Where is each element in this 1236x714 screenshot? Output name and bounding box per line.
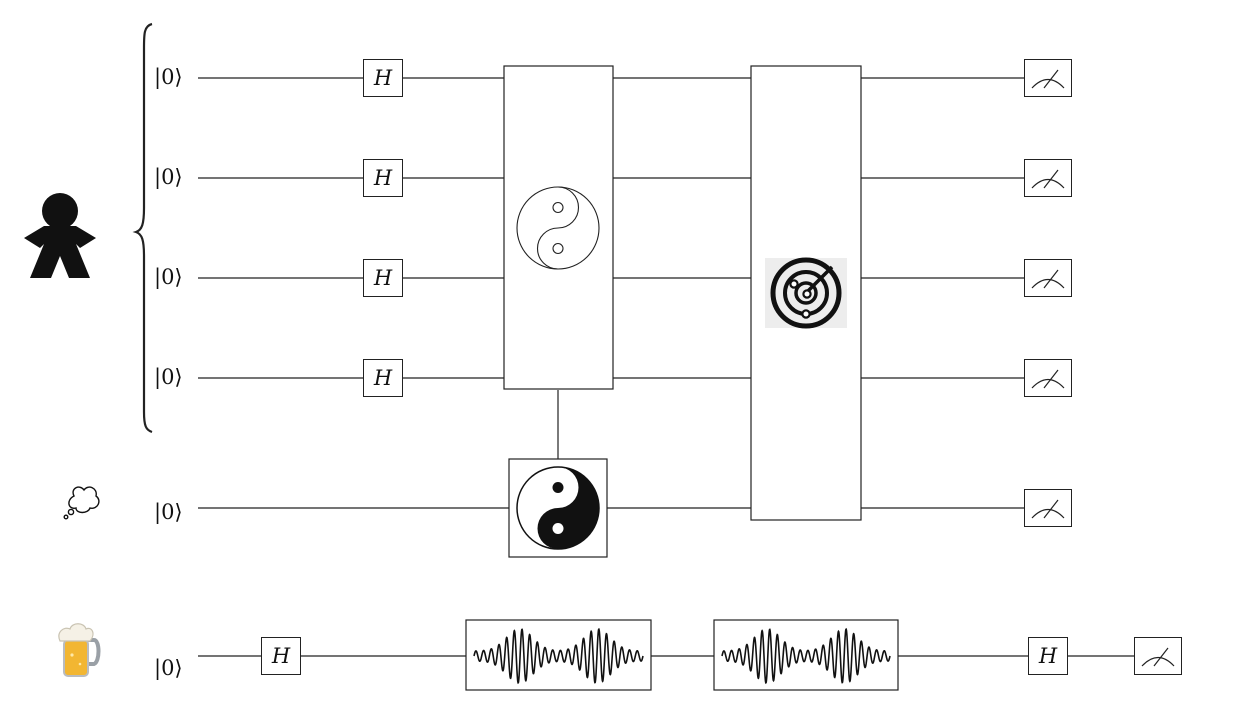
hadamard-gate: H: [363, 259, 403, 297]
beer-mug-icon: [58, 623, 101, 677]
hadamard-gate: H: [1028, 637, 1068, 675]
person-icon: [24, 193, 96, 278]
meter-icon: [1031, 169, 1065, 189]
meter-icon: [1031, 69, 1065, 89]
measurement-gate: [1024, 159, 1072, 197]
ket-3: |0⟩: [154, 265, 183, 289]
measurement-gate: [1024, 259, 1072, 297]
radar-icon: [765, 257, 847, 329]
hadamard-gate: H: [261, 637, 301, 675]
ket-6: |0⟩: [154, 656, 183, 680]
thought-bubble-icon: [63, 486, 100, 520]
ket-1: |0⟩: [154, 65, 183, 89]
hadamard-gate: H: [363, 59, 403, 97]
measurement-gate: [1024, 359, 1072, 397]
ket-4: |0⟩: [154, 365, 183, 389]
meter-icon: [1031, 499, 1065, 519]
ket-5: |0⟩: [154, 500, 183, 524]
hadamard-gate: H: [363, 159, 403, 197]
measurement-gate: [1024, 489, 1072, 527]
yin-yang-outline-icon: [516, 186, 600, 270]
yin-yang-icon: [516, 466, 600, 550]
measurement-gate: [1134, 637, 1182, 675]
meter-icon: [1141, 647, 1175, 667]
wave-packet-icon: [473, 627, 644, 685]
meter-icon: [1031, 369, 1065, 389]
meter-icon: [1031, 269, 1065, 289]
hadamard-gate: H: [363, 359, 403, 397]
ket-2: |0⟩: [154, 165, 183, 189]
wave-packet-icon: [721, 627, 891, 685]
register-brace: [132, 22, 153, 434]
measurement-gate: [1024, 59, 1072, 97]
